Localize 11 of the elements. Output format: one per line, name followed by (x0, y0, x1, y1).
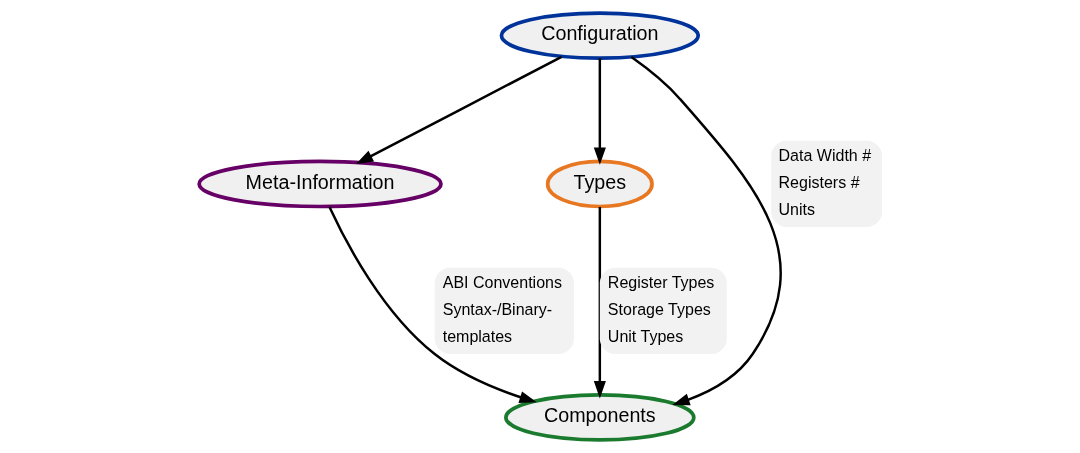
edge-label: Data Width # Registers # Units (778, 146, 871, 219)
edge-label: Register Types Storage Types Unit Types (607, 273, 714, 346)
node-ellipse: Configuration (499, 11, 700, 60)
arrow (593, 58, 606, 165)
node-ellipse: Meta-Information (196, 159, 443, 209)
node-ellipse: Types (545, 159, 654, 209)
arrow (355, 55, 562, 165)
edge-label: ABI Conventions Syntax-/Binary- templates (442, 273, 562, 346)
arrow (630, 56, 782, 406)
arrow (327, 206, 537, 403)
arrow (593, 206, 606, 399)
